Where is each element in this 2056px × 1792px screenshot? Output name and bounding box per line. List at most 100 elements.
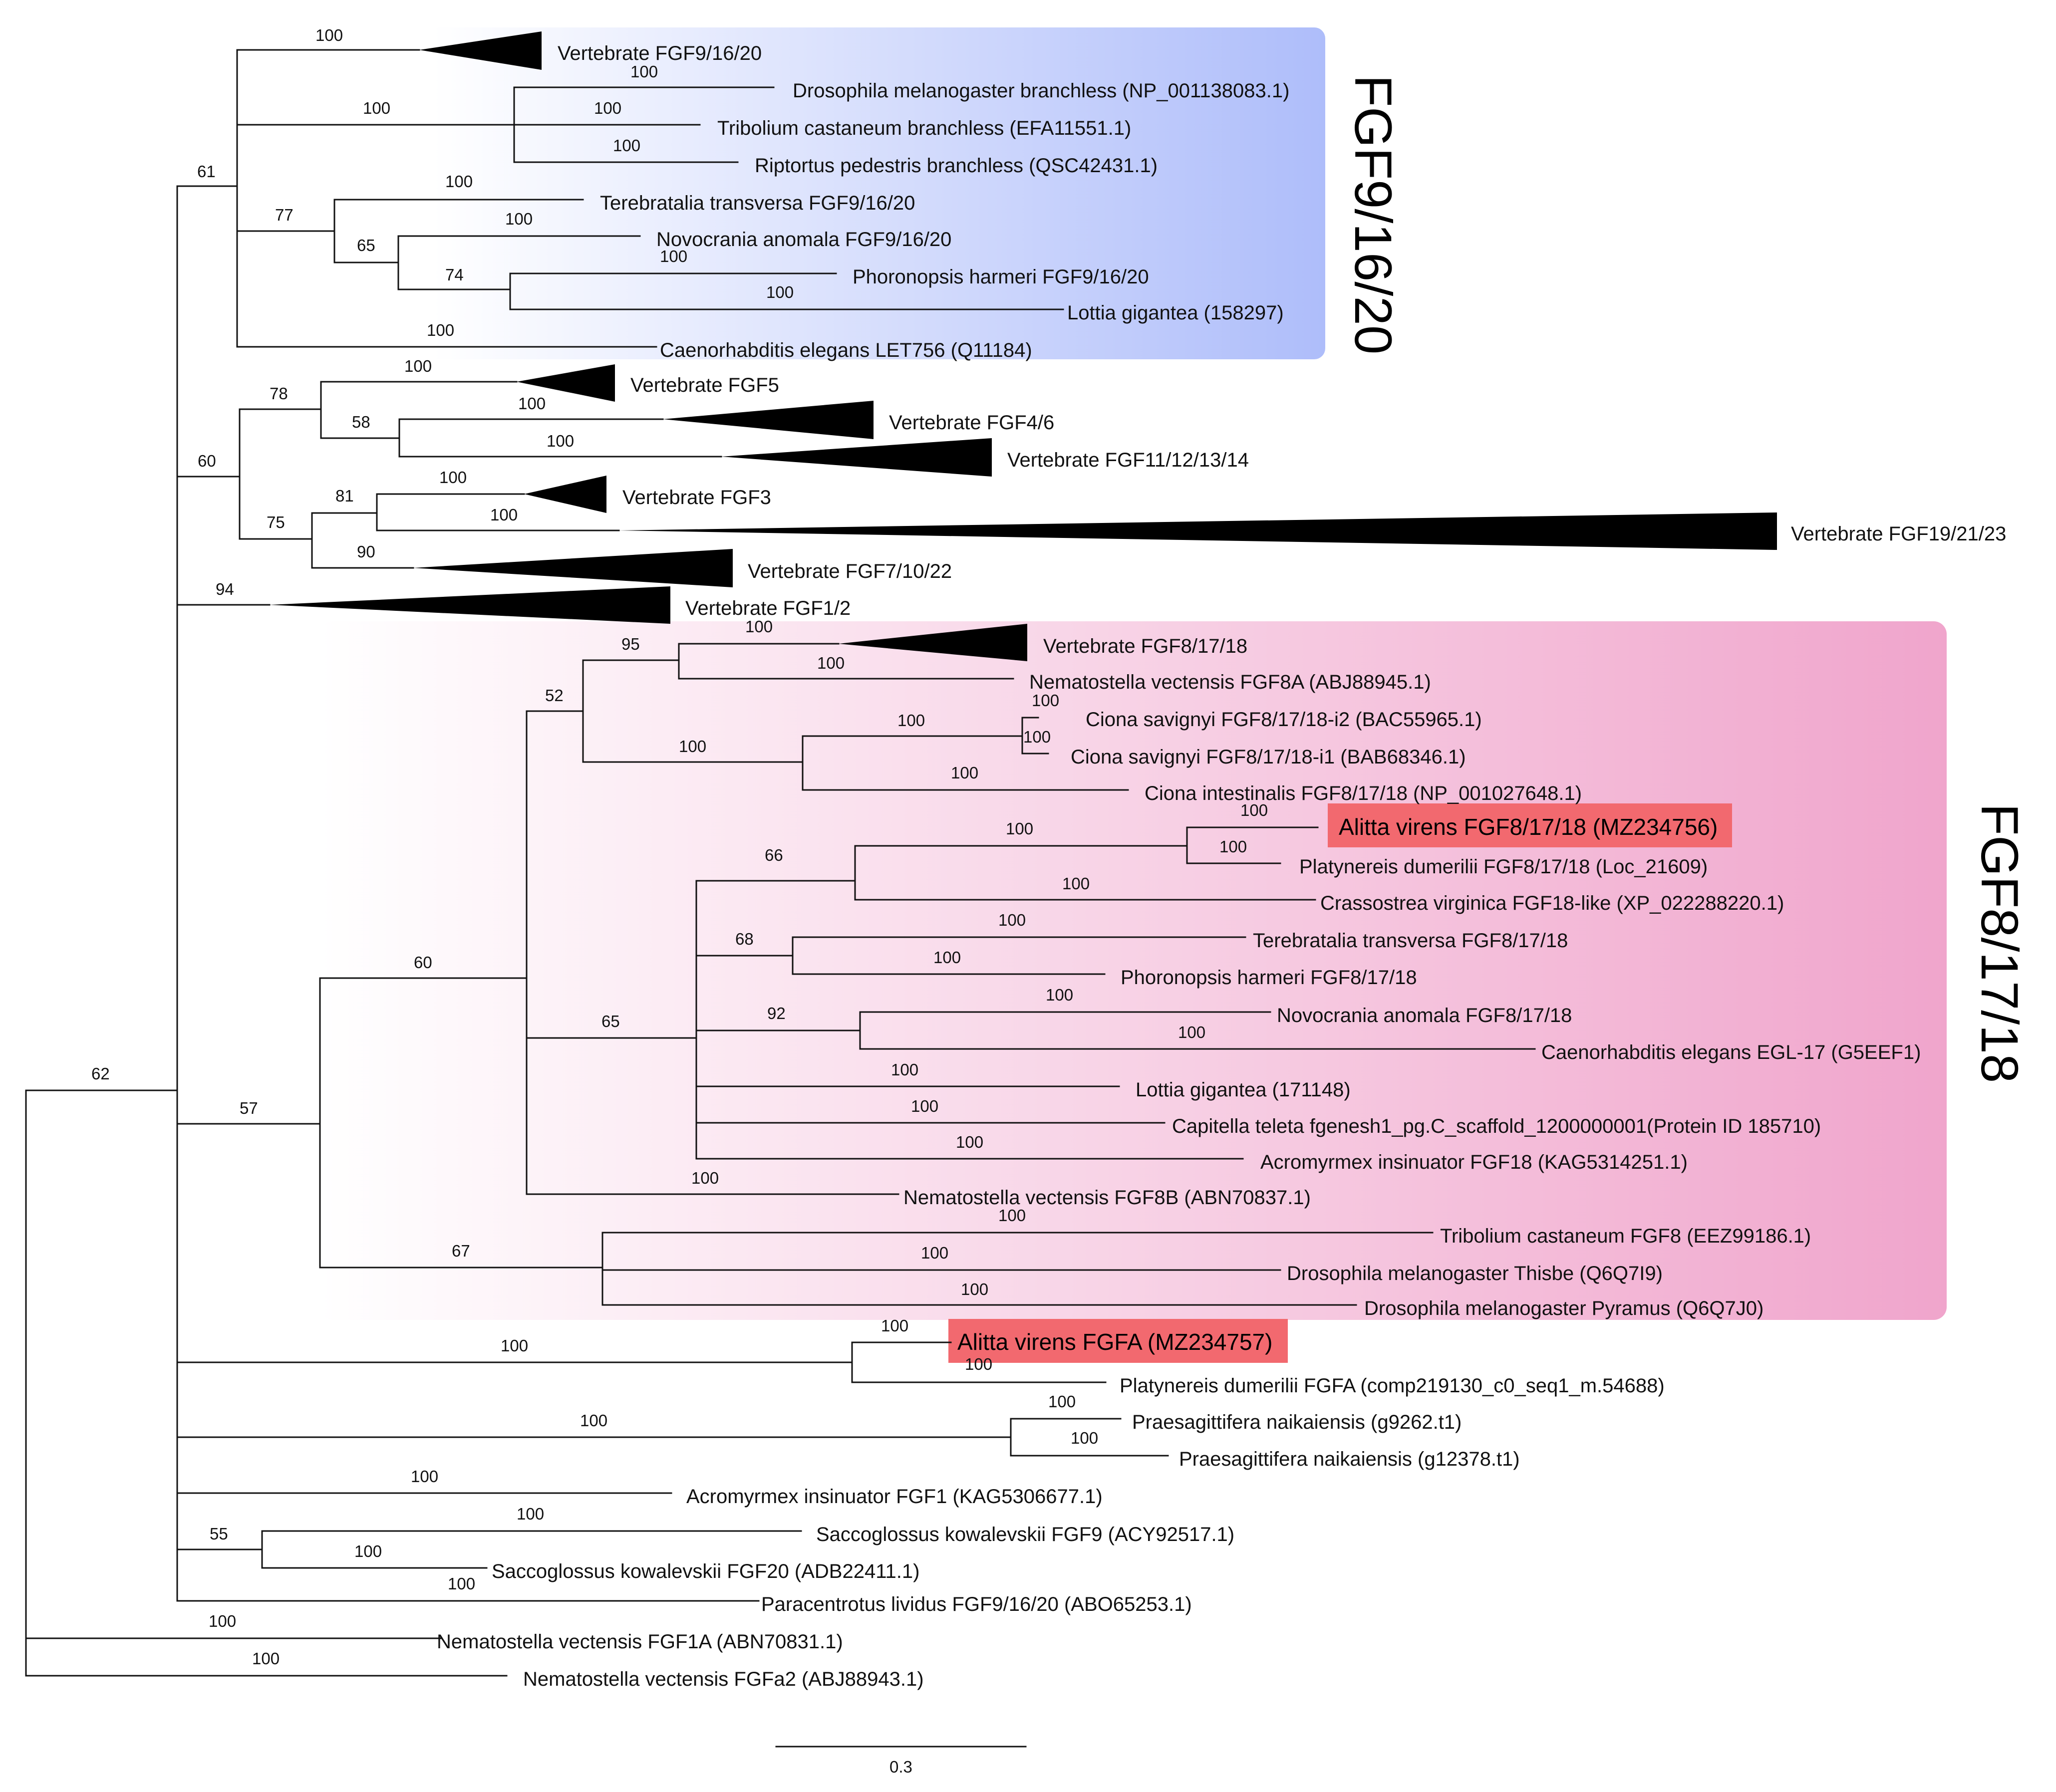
leaf-label: Lottia gigantea (171148) bbox=[1136, 1079, 1351, 1101]
leaf-label: Drosophila melanogaster branchless (NP_0… bbox=[793, 80, 1289, 102]
support-value: 100 bbox=[679, 737, 706, 756]
leaf-label: Terebratalia transversa FGF9/16/20 bbox=[600, 192, 915, 214]
support-value: 60 bbox=[414, 953, 432, 972]
support-value: 100 bbox=[517, 1505, 544, 1523]
triangle-v5 bbox=[517, 364, 615, 402]
support-value: 52 bbox=[545, 686, 564, 705]
leaf-labels: Vertebrate FGF9/16/20 Drosophila melanog… bbox=[437, 42, 2006, 1690]
leaf-label: Caenorhabditis elegans EGL-17 (G5EEF1) bbox=[1541, 1041, 1921, 1063]
support-value: 62 bbox=[91, 1064, 110, 1083]
leaf-label: Praesagittifera naikaiensis (g9262.t1) bbox=[1132, 1411, 1462, 1433]
leaf-label: Saccoglossus kowalevskii FGF20 (ADB22411… bbox=[492, 1560, 919, 1582]
support-value: 100 bbox=[518, 394, 546, 413]
support-value: 66 bbox=[765, 846, 783, 864]
leaf-label: Nematostella vectensis FGFa2 (ABJ88943.1… bbox=[523, 1668, 924, 1690]
leaf-label: Nematostella vectensis FGF1A (ABN70831.1… bbox=[437, 1631, 843, 1653]
support-value: 100 bbox=[439, 468, 467, 487]
leaf-label: Ciona savignyi FGF8/17/18-i2 (BAC55965.1… bbox=[1086, 709, 1482, 731]
support-value: 100 bbox=[580, 1411, 607, 1430]
support-value: 100 bbox=[998, 1206, 1026, 1225]
support-value: 100 bbox=[933, 948, 961, 967]
support-value: 92 bbox=[767, 1004, 786, 1023]
support-values: 100 100 100 100 100 77 100 65 100 74 100… bbox=[91, 26, 1268, 1668]
support-value: 100 bbox=[881, 1316, 908, 1335]
support-value: 100 bbox=[505, 210, 533, 228]
support-value: 100 bbox=[897, 711, 925, 730]
leaf-label: Ciona intestinalis FGF8/17/18 (NP_001027… bbox=[1145, 782, 1582, 804]
leaf-label: Vertebrate FGF8/17/18 bbox=[1043, 635, 1247, 657]
leaf-label: Novocrania anomala FGF8/17/18 bbox=[1277, 1005, 1572, 1026]
triangle-v46 bbox=[663, 401, 874, 439]
support-value: 57 bbox=[240, 1099, 258, 1117]
support-value: 100 bbox=[252, 1649, 280, 1668]
support-value: 100 bbox=[363, 99, 390, 117]
scale-bar-label: 0.3 bbox=[889, 1758, 912, 1776]
leaf-label: Vertebrate FGF3 bbox=[622, 487, 771, 509]
support-value: 68 bbox=[735, 930, 754, 948]
triangle-v3 bbox=[524, 476, 606, 513]
highlight-avir-fgfa bbox=[948, 1319, 1288, 1363]
clade-fgf9-16-20-box bbox=[237, 27, 1325, 359]
support-value: 100 bbox=[1046, 986, 1073, 1004]
support-value: 100 bbox=[1219, 837, 1247, 856]
leaf-label: Vertebrate FGF1/2 bbox=[685, 597, 851, 619]
leaf-label: Vertebrate FGF4/6 bbox=[889, 412, 1054, 434]
leaf-label-highlighted: Alitta virens FGF8/17/18 (MZ234756) bbox=[1339, 814, 1718, 840]
support-value: 78 bbox=[270, 384, 288, 403]
leaf-label: Lottia gigantea (158297) bbox=[1067, 302, 1284, 324]
support-value: 100 bbox=[594, 99, 621, 117]
leaf-label: Praesagittifera naikaiensis (g12378.t1) bbox=[1179, 1448, 1520, 1470]
support-value: 100 bbox=[1006, 819, 1033, 838]
leaf-label: Platynereis dumerilii FGF8/17/18 (Loc_21… bbox=[1299, 856, 1708, 878]
leaf-label: Vertebrate FGF5 bbox=[630, 374, 779, 396]
support-value: 100 bbox=[490, 506, 518, 524]
support-value: 100 bbox=[448, 1574, 475, 1593]
leaf-label: Paracentrotus lividus FGF9/16/20 (ABO652… bbox=[761, 1593, 1192, 1615]
support-value: 100 bbox=[961, 1280, 988, 1298]
clade-label-fgf8-17-18: FGF8/17/18 bbox=[1970, 803, 2029, 1083]
support-value: 65 bbox=[601, 1012, 620, 1030]
support-value: 90 bbox=[357, 542, 375, 561]
support-value: 100 bbox=[951, 764, 978, 782]
support-value: 67 bbox=[452, 1242, 470, 1260]
leaf-label: Tribolium castaneum branchless (EFA11551… bbox=[717, 117, 1131, 139]
support-value: 100 bbox=[1032, 691, 1059, 710]
support-value: 100 bbox=[998, 911, 1026, 929]
support-value: 58 bbox=[352, 413, 370, 431]
collapsed-clades bbox=[270, 31, 1777, 661]
leaf-label: Phoronopsis harmeri FGF9/16/20 bbox=[853, 266, 1149, 288]
leaf-label: Terebratalia transversa FGF8/17/18 bbox=[1253, 930, 1568, 952]
support-value: 100 bbox=[1071, 1429, 1098, 1447]
tree-branches bbox=[25, 49, 1536, 1748]
leaf-label: Nematostella vectensis FGF8B (ABN70837.1… bbox=[903, 1187, 1311, 1209]
support-value: 55 bbox=[210, 1525, 228, 1543]
triangle-v7 bbox=[413, 549, 733, 587]
triangle-v91620 bbox=[419, 31, 542, 70]
support-value: 60 bbox=[198, 452, 216, 470]
leaf-label: Saccoglossus kowalevskii FGF9 (ACY92517.… bbox=[816, 1524, 1234, 1545]
triangle-v12 bbox=[270, 586, 670, 624]
support-value: 77 bbox=[275, 206, 294, 224]
support-value: 65 bbox=[357, 236, 375, 255]
leaf-label: Capitella teleta fgenesh1_pg.C_scaffold_… bbox=[1172, 1115, 1821, 1137]
highlight-avir-fgf81718 bbox=[1328, 803, 1732, 847]
leaf-label: Vertebrate FGF19/21/23 bbox=[1791, 523, 2006, 545]
support-value: 100 bbox=[817, 654, 845, 672]
support-value: 100 bbox=[354, 1542, 382, 1560]
triangle-v81718 bbox=[839, 624, 1027, 661]
triangle-v11 bbox=[721, 438, 992, 477]
support-value: 61 bbox=[197, 162, 216, 181]
support-value: 100 bbox=[501, 1336, 528, 1355]
support-value: 100 bbox=[891, 1060, 918, 1079]
support-value: 100 bbox=[766, 283, 794, 301]
leaf-label: Tribolium castaneum FGF8 (EEZ99186.1) bbox=[1440, 1225, 1811, 1247]
support-value: 100 bbox=[445, 172, 473, 191]
support-value: 100 bbox=[1178, 1023, 1205, 1041]
leaf-label: Vertebrate FGF9/16/20 bbox=[558, 42, 762, 64]
leaf-label: Drosophila melanogaster Thisbe (Q6Q7I9) bbox=[1287, 1263, 1663, 1284]
support-value: 100 bbox=[1023, 728, 1051, 746]
support-value: 100 bbox=[411, 1467, 438, 1486]
support-value: 100 bbox=[209, 1612, 236, 1630]
support-value: 100 bbox=[547, 432, 574, 450]
